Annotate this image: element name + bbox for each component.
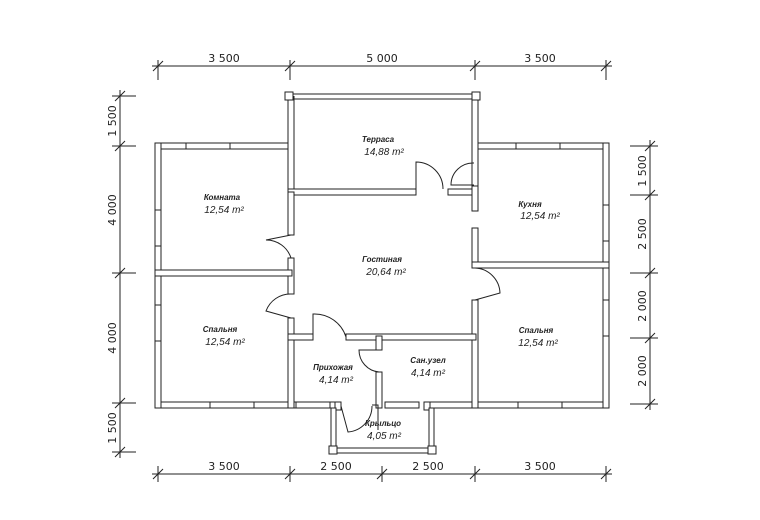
dim-bottom-1: 3 500 bbox=[208, 460, 240, 473]
living-area: 20,64 m² bbox=[365, 267, 406, 278]
dim-right-2: 2 500 bbox=[636, 218, 649, 250]
dim-left-1: 1 500 bbox=[106, 105, 119, 137]
room-labels: Терраса 14,88 m² Комната 12,54 m² Кухня … bbox=[203, 135, 561, 442]
hall-name: Прихожая bbox=[313, 363, 353, 372]
living-name: Гостиная bbox=[362, 255, 402, 264]
porch-name: Крыльцо bbox=[365, 419, 401, 428]
dim-left-2: 4 000 bbox=[106, 194, 119, 226]
terrace-name: Терраса bbox=[362, 135, 395, 144]
dim-right-4: 2 000 bbox=[636, 355, 649, 387]
bathroom-area: 4,14 m² bbox=[411, 368, 446, 379]
dimension-labels: 3 500 5 000 3 500 3 500 2 500 2 500 3 50… bbox=[106, 52, 649, 473]
dim-top-3: 3 500 bbox=[524, 52, 556, 65]
dim-bottom-4: 3 500 bbox=[524, 460, 556, 473]
bathroom-name: Сан.узел bbox=[410, 356, 446, 365]
windows bbox=[154, 142, 610, 409]
dim-top-1: 3 500 bbox=[208, 52, 240, 65]
bedroom-right-name: Спальня bbox=[519, 326, 554, 335]
railings bbox=[284, 91, 481, 455]
hall-area: 4,14 m² bbox=[319, 375, 354, 386]
terrace-area: 14,88 m² bbox=[364, 147, 404, 158]
dim-left-3: 4 000 bbox=[106, 322, 119, 354]
room-area: 12,54 m² bbox=[204, 205, 244, 216]
dim-bottom-2: 2 500 bbox=[320, 460, 352, 473]
kitchen-name: Кухня bbox=[518, 200, 542, 209]
dimension-lines bbox=[112, 60, 658, 482]
dim-right-3: 2 000 bbox=[636, 290, 649, 322]
dim-bottom-3: 2 500 bbox=[412, 460, 444, 473]
room-name: Комната bbox=[204, 193, 241, 202]
bedroom-left-name: Спальня bbox=[203, 325, 238, 334]
dim-left-4: 1 500 bbox=[106, 412, 119, 444]
bedroom-right-area: 12,54 m² bbox=[518, 338, 558, 349]
dim-right-1: 1 500 bbox=[636, 155, 649, 187]
bedroom-left-area: 12,54 m² bbox=[205, 337, 245, 348]
porch-area: 4,05 m² bbox=[367, 431, 402, 442]
dim-top-2: 5 000 bbox=[366, 52, 398, 65]
kitchen-area: 12,54 m² bbox=[520, 211, 560, 222]
door-swings bbox=[265, 161, 501, 433]
